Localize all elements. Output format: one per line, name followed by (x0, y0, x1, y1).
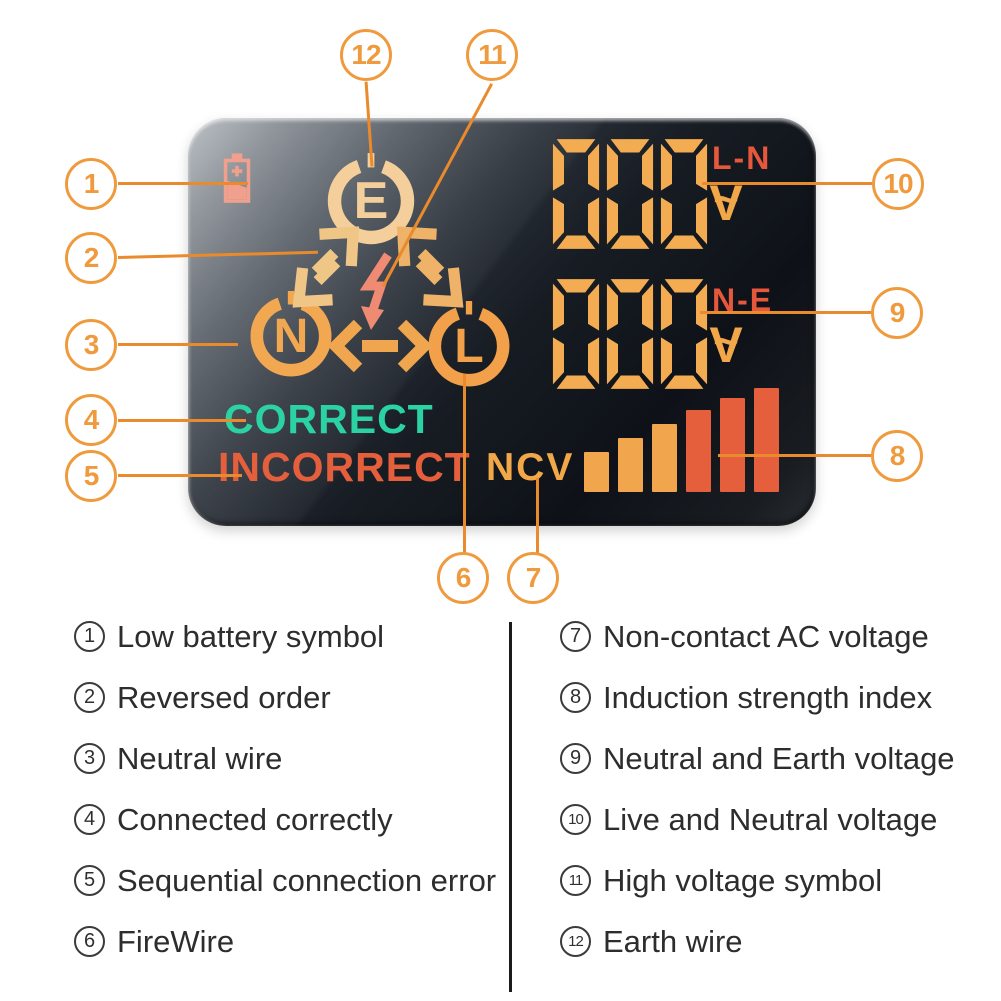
leader-line-3 (118, 343, 238, 346)
callout-9: 9 (871, 287, 923, 339)
leader-line-1 (118, 182, 248, 185)
arrows-neutral-earth (292, 226, 360, 308)
callout-8: 8 (871, 430, 923, 482)
arrows-earth-live (396, 226, 464, 308)
high-voltage-icon (359, 252, 392, 330)
legend-label-9: Neutral and Earth voltage (603, 740, 955, 776)
leader-line-5 (118, 474, 242, 477)
legend-label-3: Neutral wire (117, 740, 283, 776)
legend-divider (509, 622, 512, 992)
live-letter: L (454, 319, 484, 373)
legend-item-5: 5 Sequential connection error (74, 850, 504, 911)
callout-10: 10 (872, 158, 924, 210)
live-symbol: L (424, 301, 514, 391)
callout-11: 11 (466, 29, 518, 81)
low-battery-icon (223, 153, 251, 203)
legend-label-6: FireWire (117, 923, 235, 959)
callout-3: 3 (65, 319, 117, 371)
callout-5: 5 (65, 450, 117, 502)
callout-6: 6 (437, 552, 489, 604)
signal-bar (754, 388, 779, 492)
earth-symbol: E (323, 153, 419, 249)
legend-num-3: 3 (74, 743, 105, 774)
ncv-label: NCV (486, 446, 575, 489)
legend-label-2: Reversed order (117, 679, 331, 715)
legend-right-column: 7 Non-contact AC voltage 8 Induction str… (560, 606, 990, 972)
legend-num-6: 6 (74, 926, 105, 957)
callout-1: 1 (65, 158, 117, 210)
legend-num-10: 10 (560, 804, 591, 835)
leader-line-7 (536, 478, 539, 556)
legend-item-6: 6 FireWire (74, 911, 504, 972)
signal-bar (720, 398, 745, 492)
legend-label-7: Non-contact AC voltage (603, 618, 929, 654)
induction-strength-bars (584, 374, 784, 492)
legend-item-3: 3 Neutral wire (74, 728, 504, 789)
leader-line-6 (463, 374, 466, 556)
legend-num-7: 7 (560, 621, 591, 652)
legend-item-11: 11 High voltage symbol (560, 850, 990, 911)
legend-item-8: 8 Induction strength index (560, 667, 990, 728)
legend-label-8: Induction strength index (603, 679, 933, 715)
signal-bar (686, 410, 711, 492)
legend-num-12: 12 (560, 926, 591, 957)
status-incorrect: INCORRECT (218, 444, 471, 490)
legend-label-11: High voltage symbol (603, 862, 883, 898)
legend-num-2: 2 (74, 682, 105, 713)
legend-item-7: 7 Non-contact AC voltage (560, 606, 990, 667)
callout-4: 4 (65, 394, 117, 446)
signal-bar (584, 452, 609, 492)
legend-item-10: 10 Live and Neutral voltage (560, 789, 990, 850)
legend-label-5: Sequential connection error (117, 862, 497, 898)
leader-line-10 (702, 182, 872, 185)
legend-item-9: 9 Neutral and Earth voltage (560, 728, 990, 789)
arrow-neutral-live (327, 319, 433, 373)
callout-2: 2 (65, 232, 117, 284)
leader-line-8 (718, 454, 872, 457)
legend-label-4: Connected correctly (117, 801, 393, 837)
legend-item-1: 1 Low battery symbol (74, 606, 504, 667)
legend-item-12: 12 Earth wire (560, 911, 990, 972)
status-correct: CORRECT (224, 396, 434, 442)
signal-bar (618, 438, 643, 492)
legend-num-11: 11 (560, 865, 591, 896)
ln-voltage-value (552, 138, 708, 250)
leader-line-9 (700, 311, 872, 314)
neutral-symbol: N (246, 291, 336, 381)
legend-label-10: Live and Neutral voltage (603, 801, 938, 837)
earth-letter: E (353, 172, 389, 230)
legend-left-column: 1 Low battery symbol 2 Reversed order 3 … (74, 606, 504, 972)
leader-line-4 (118, 419, 246, 422)
callout-7: 7 (507, 552, 559, 604)
legend-label-1: Low battery symbol (117, 618, 385, 654)
callout-12: 12 (340, 29, 392, 81)
legend-num-8: 8 (560, 682, 591, 713)
legend-num-9: 9 (560, 743, 591, 774)
ln-label: L-N (712, 140, 772, 176)
legend-num-5: 5 (74, 865, 105, 896)
legend-label-12: Earth wire (603, 923, 743, 959)
signal-bar (652, 424, 677, 492)
legend-num-1: 1 (74, 621, 105, 652)
legend-num-4: 4 (74, 804, 105, 835)
legend-item-2: 2 Reversed order (74, 667, 504, 728)
neutral-letter: N (273, 309, 309, 363)
lcd-screen: E N L (188, 118, 816, 526)
legend-item-4: 4 Connected correctly (74, 789, 504, 850)
